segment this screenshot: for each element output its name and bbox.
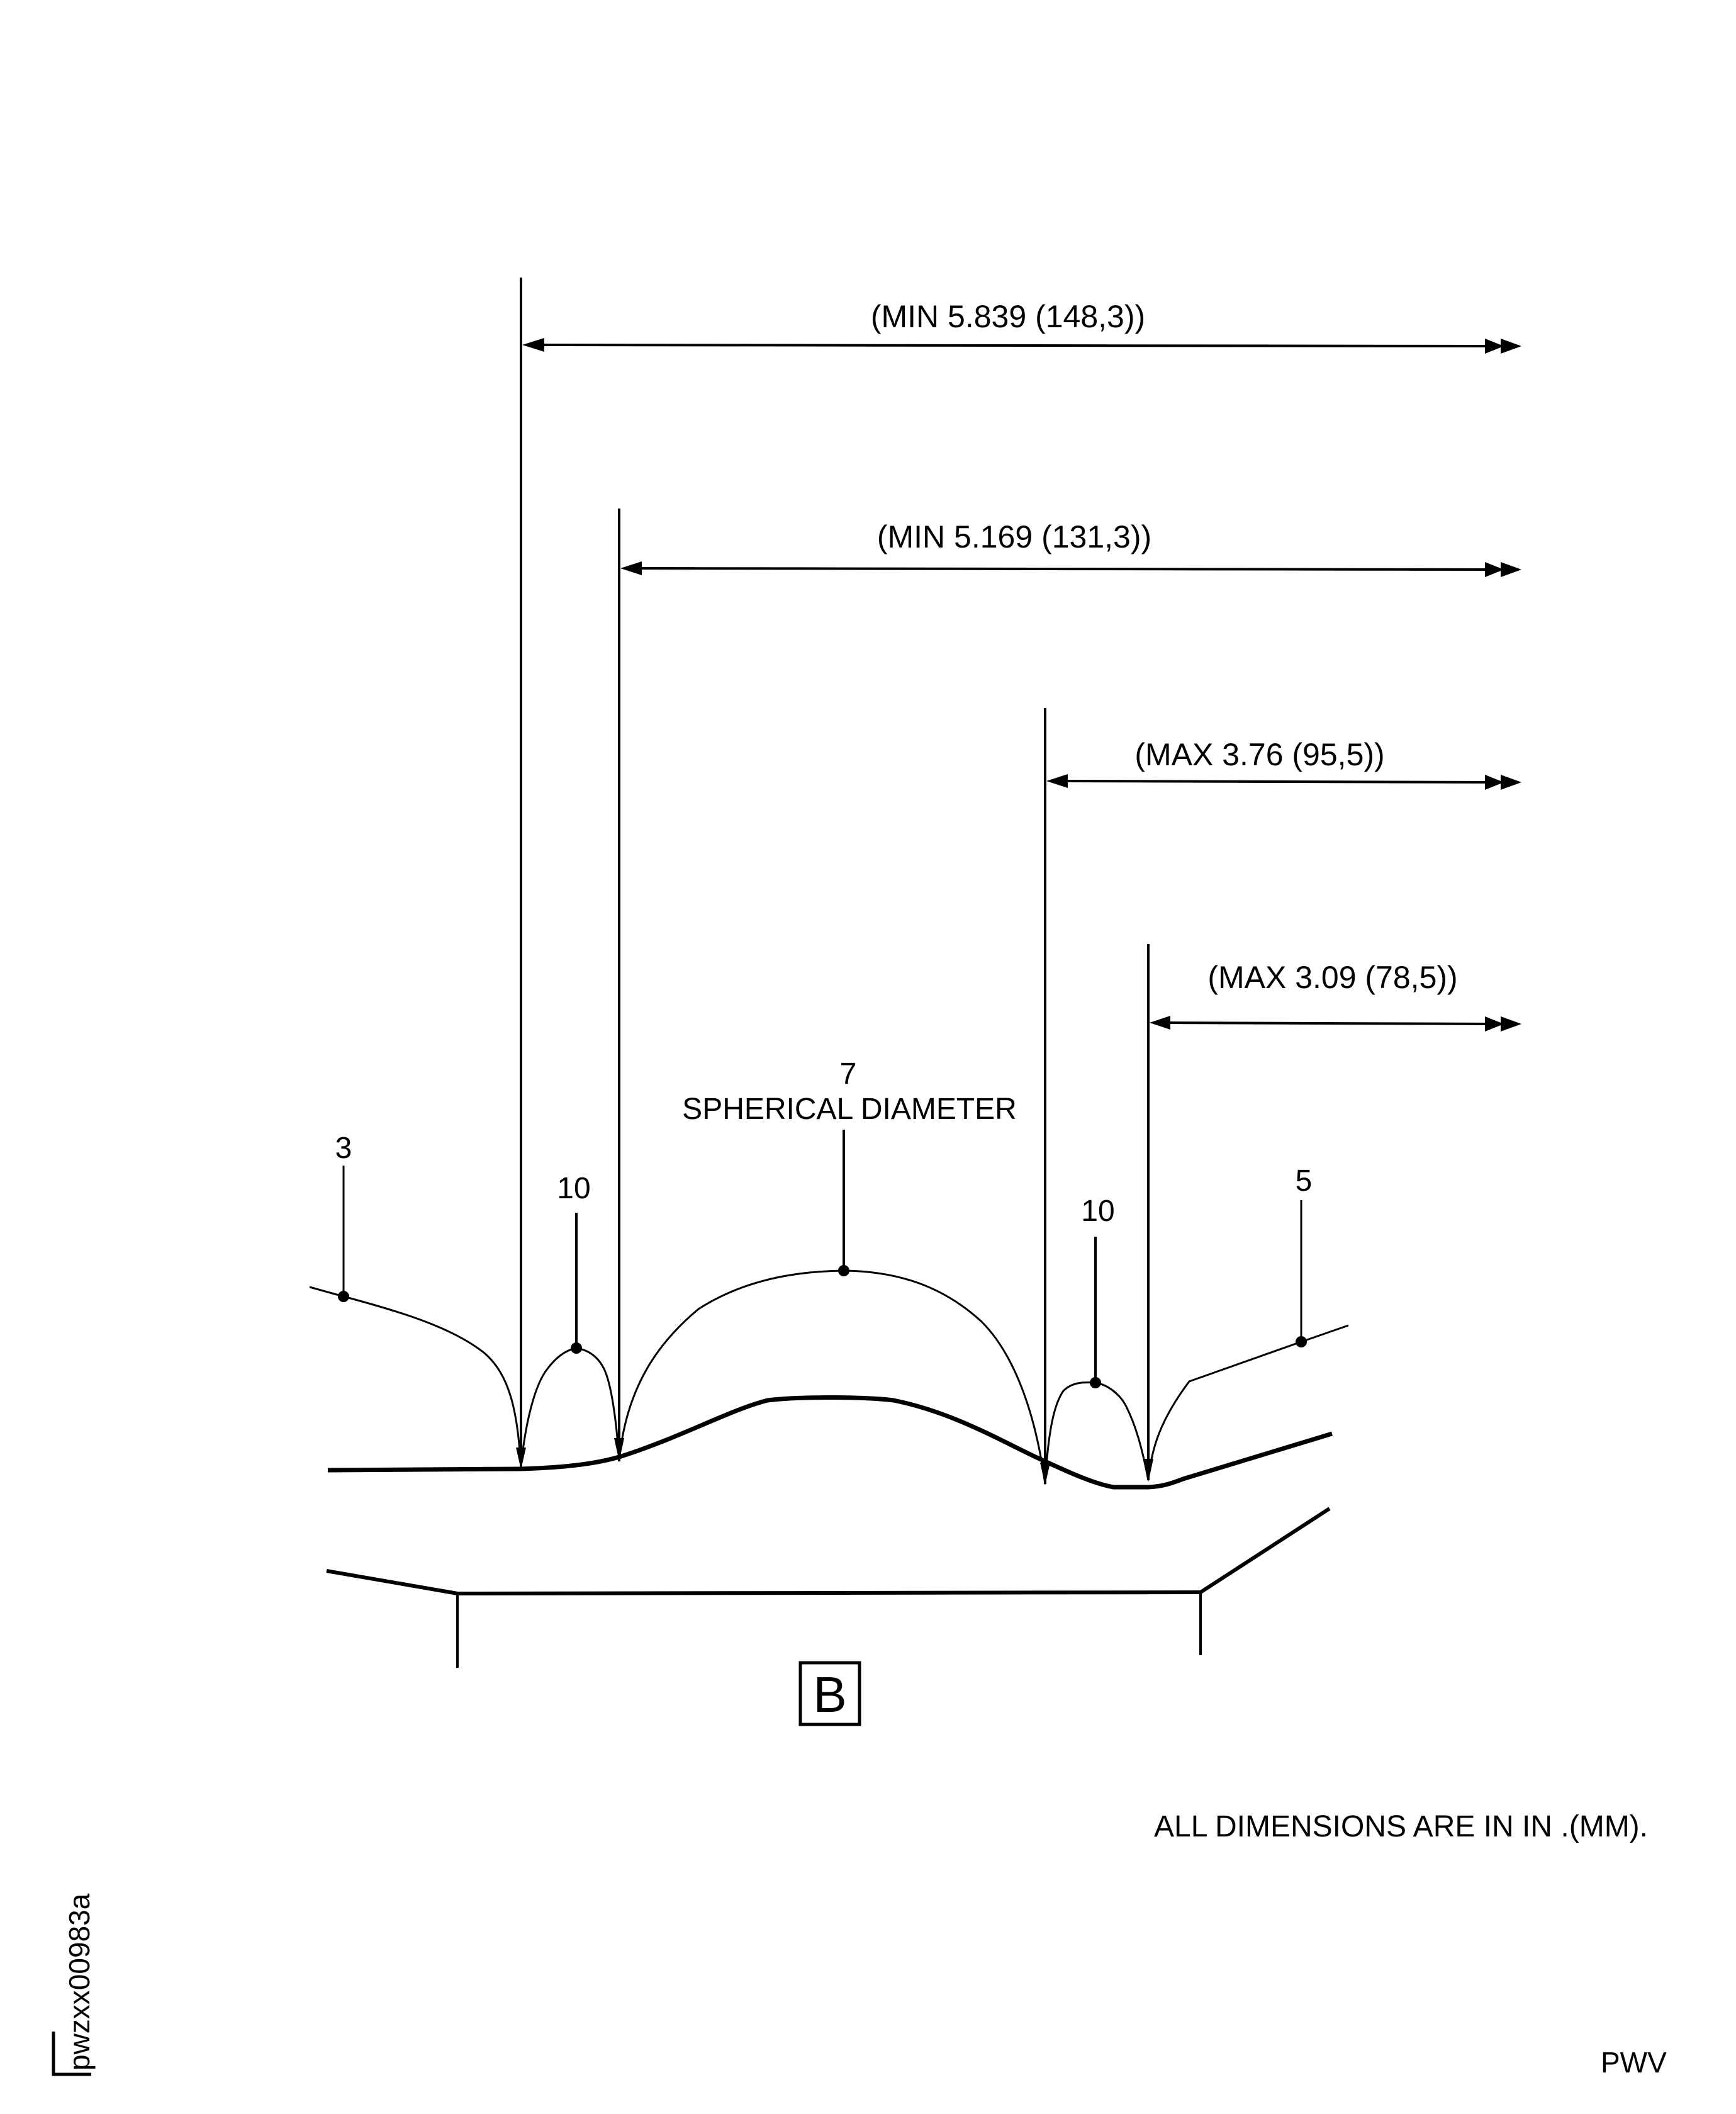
- dimension-line-2: [620, 561, 1521, 577]
- callout-7-leader: [838, 1130, 849, 1276]
- lower-part-outline: [326, 1507, 1331, 1595]
- callout-3-number: 3: [335, 1132, 352, 1165]
- callout-7-description: SPHERICAL DIAMETER: [682, 1093, 1017, 1126]
- view-label: B: [813, 1667, 846, 1723]
- dimension-label-1: (MIN 5.839 (148,3)): [871, 299, 1145, 334]
- substrate-profile: [327, 1395, 1333, 1490]
- dimension-label-2: (MIN 5.169 (131,3)): [877, 519, 1151, 554]
- dimension-line-1: [522, 338, 1521, 354]
- callout-7-number: 7: [840, 1057, 857, 1091]
- dimension-label-4: (MAX 3.09 (78,5)): [1207, 960, 1457, 995]
- figure-code: pwzxx00983a: [63, 1893, 96, 2071]
- view-identifier: B: [798, 1661, 861, 1726]
- extension-arrow-3: [1040, 1463, 1050, 1485]
- callout-10-left-leader: [571, 1213, 582, 1354]
- callout-10-left-number: 10: [557, 1172, 590, 1205]
- units-note: ALL DIMENSIONS ARE IN IN .(MM).: [1154, 1810, 1648, 1843]
- figure-code-block: pwzxx00983a: [52, 1893, 96, 2076]
- dimension-line-4: [1150, 1016, 1521, 1032]
- extension-arrow-1: [516, 1448, 526, 1470]
- callout-10-right-number: 10: [1081, 1195, 1114, 1228]
- callout-5-leader: [1296, 1200, 1307, 1347]
- publisher-mark: PWV: [1601, 2046, 1667, 2079]
- extension-arrow-2: [614, 1438, 624, 1461]
- callout-10-right-leader: [1090, 1237, 1101, 1388]
- dimension-line-3: [1046, 774, 1521, 790]
- coating-profile-curve: [309, 1269, 1349, 1485]
- extension-arrow-4: [1143, 1459, 1153, 1482]
- callout-3-leader: [338, 1166, 349, 1302]
- dimension-label-3: (MAX 3.76 (95,5)): [1134, 737, 1384, 772]
- callout-5-number: 5: [1296, 1164, 1313, 1198]
